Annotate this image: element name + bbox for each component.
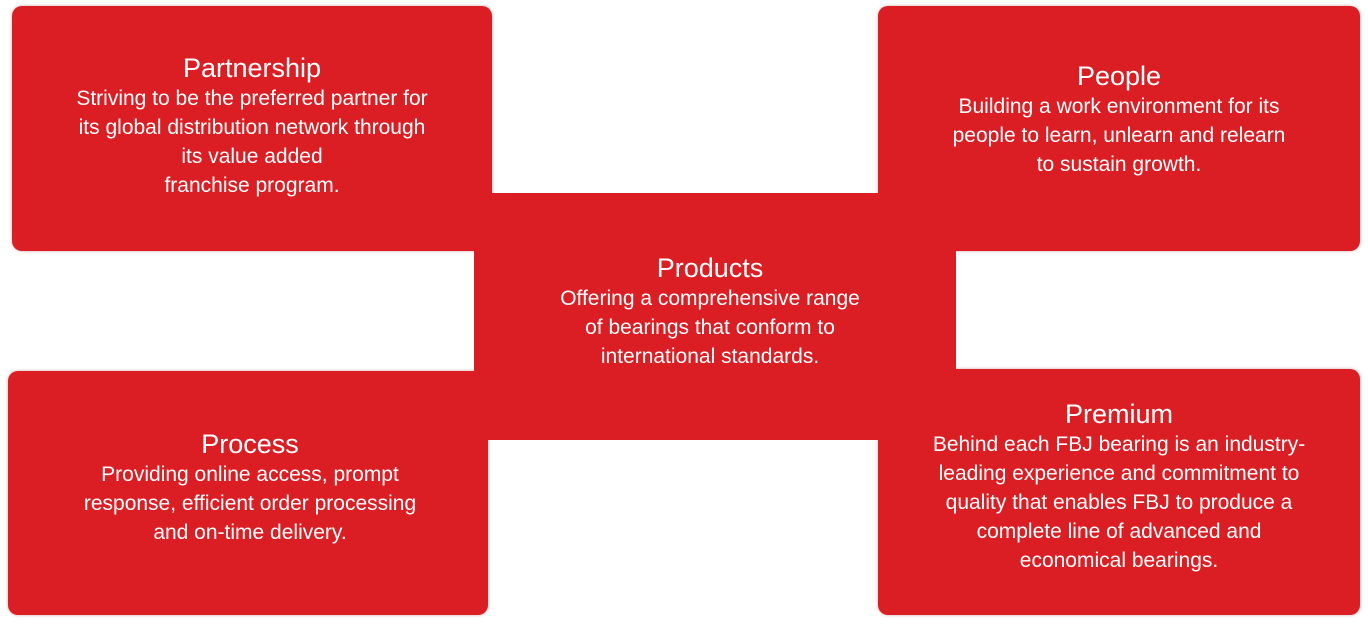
partnership-text: Partnership Striving to be the preferred… xyxy=(12,52,492,200)
premium-title: Premium xyxy=(1064,399,1173,429)
process-body: Providing online access, prompt response… xyxy=(83,463,417,544)
people-box xyxy=(878,6,1360,251)
partnership-box xyxy=(12,6,492,251)
connector-bottom xyxy=(474,369,894,440)
process-title: Process xyxy=(201,429,299,459)
products-title: Products xyxy=(656,253,764,283)
partnership-body: Striving to be the preferred partner for… xyxy=(76,87,428,197)
premium-box xyxy=(878,369,1360,615)
connector-left-top xyxy=(474,193,504,251)
process-box xyxy=(8,371,488,615)
products-text: Products Offering a comprehensive range … xyxy=(474,252,946,371)
premium-body: Behind each FBJ bearing is an industry- … xyxy=(932,433,1306,572)
people-text: People Building a work environment for i… xyxy=(878,60,1360,179)
products-body: Offering a comprehensive range of bearin… xyxy=(560,287,860,368)
connector-top xyxy=(470,193,890,251)
people-body: Building a work environment for its peop… xyxy=(952,95,1286,176)
premium-text: Premium Behind each FBJ bearing is an in… xyxy=(878,398,1360,575)
partnership-title: Partnership xyxy=(182,53,322,83)
people-title: People xyxy=(1076,61,1162,91)
process-text: Process Providing online access, prompt … xyxy=(10,428,490,547)
